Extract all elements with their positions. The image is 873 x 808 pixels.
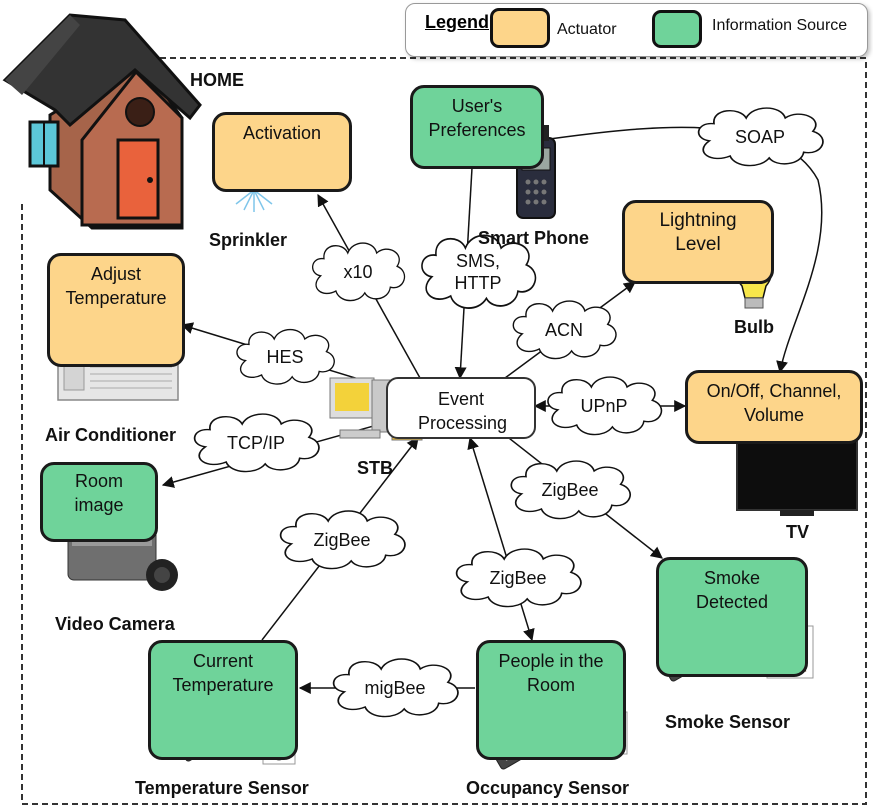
protocol-acn: ACN [544,320,584,340]
protocol-zigbee-occ: ZigBee [489,568,547,588]
protocol-hes: HES [266,347,304,367]
home-boundary [21,57,867,805]
legend-actuator-label: Actuator [557,21,617,38]
stb-caption: STB [357,458,393,478]
home-label: HOME [190,70,244,90]
activation-node: Activation [212,112,352,192]
protocol-zigbee-temp: ZigBee [313,530,371,550]
adjust-temperature-node: Adjust Temperature [47,253,185,367]
current-temperature-node: Current Temperature [148,640,298,760]
smart-phone-caption: Smart Phone [478,228,590,248]
sprinkler-caption: Sprinkler [209,230,288,250]
smoke-sensor-caption: Smoke Sensor [665,712,791,732]
legend [405,3,868,57]
tv-control-node: On/Off, Channel, Volume [685,370,863,444]
room-image-node: Room image [40,462,158,542]
protocol-sms-http: SMS, HTTP [454,251,502,293]
legend-actuator-swatch [490,8,550,48]
preferences-node: User's Preferences [410,85,544,169]
bulb-caption: Bulb [734,317,774,337]
house-icon [2,13,202,230]
video-camera-caption: Video Camera [55,614,175,634]
legend-info-swatch [652,10,702,48]
protocol-upnp: UPnP [580,396,628,416]
protocol-tcpip: TCP/IP [226,433,286,453]
legend-title: Legend [425,12,490,32]
legend-info-label: Information Source [712,17,848,34]
air-conditioner-caption: Air Conditioner [45,425,176,445]
protocol-soap: SOAP [734,127,786,147]
protocol-x10: x10 [343,262,373,282]
tv-icon [736,437,858,516]
event-processing-node: Event Processing [386,377,536,439]
protocol-migbee: migBee [364,678,426,698]
lightning-level-node: Lightning Level [622,200,774,284]
smoke-detected-node: Smoke Detected [656,557,808,677]
people-room-node: People in the Room [476,640,626,760]
occupancy-sensor-caption: Occupancy Sensor [466,778,630,798]
temperature-sensor-caption: Temperature Sensor [135,778,309,798]
protocol-zigbee-smoke: ZigBee [541,480,599,500]
tv-caption: TV [786,522,810,542]
